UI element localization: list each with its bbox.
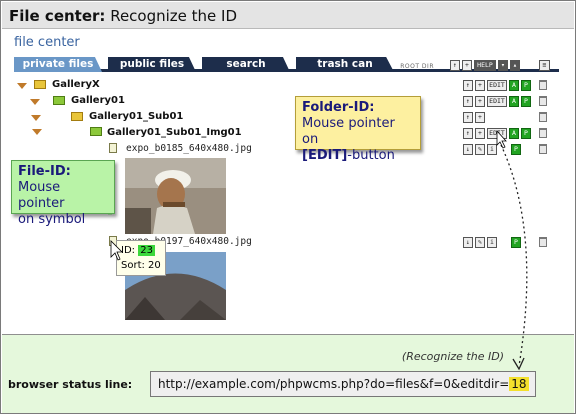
- title-bold: File center:: [9, 7, 106, 25]
- file-id-callout-line2: on symbol: [18, 212, 86, 227]
- trash-icon[interactable]: [539, 144, 547, 154]
- page-title: File center: Recognize the ID: [2, 2, 574, 29]
- tab-public-files[interactable]: public files: [108, 57, 196, 72]
- add-folder-icon[interactable]: +: [475, 128, 485, 139]
- edit-button[interactable]: EDIT: [487, 80, 507, 91]
- p-button[interactable]: P: [521, 128, 531, 139]
- file-id-tooltip: ID: 23 Sort: 20: [116, 240, 166, 276]
- folder-id-callout-tail: -button: [347, 148, 395, 163]
- p-button[interactable]: P: [521, 80, 531, 91]
- file-id-callout: File-ID: Mouse pointer on symbol: [11, 160, 115, 227]
- folder-id-callout-title: Folder-ID:: [302, 100, 375, 115]
- file-id-callout-line1: Mouse pointer: [18, 180, 65, 211]
- a-button[interactable]: A: [509, 80, 519, 91]
- a-button[interactable]: A: [509, 128, 519, 139]
- download-icon[interactable]: ↓: [463, 237, 473, 248]
- folder-icon: [34, 80, 46, 89]
- file-thumbnail[interactable]: [125, 158, 226, 234]
- tab-private-files[interactable]: private files: [14, 57, 102, 72]
- tooltip-sort: Sort: 20: [121, 260, 161, 271]
- file-thumbnail[interactable]: [125, 252, 226, 320]
- add-folder-icon[interactable]: +: [475, 80, 485, 91]
- status-url: http://example.com/phpwcms.php?do=files&…: [158, 377, 510, 391]
- help-button[interactable]: HELP: [474, 60, 496, 71]
- status-id-highlight: 18: [509, 377, 529, 391]
- file-id-callout-title: File-ID:: [18, 164, 71, 179]
- tree-item-gallery01-sub01-img01[interactable]: Gallery01_Sub01_Img01: [107, 127, 242, 138]
- info-icon[interactable]: i: [487, 237, 497, 248]
- edit-file-icon[interactable]: ✎: [475, 144, 485, 155]
- trash-icon[interactable]: [539, 80, 547, 90]
- tab-bar: private files public files search trash …: [14, 57, 559, 72]
- download-icon[interactable]: ↓: [463, 144, 473, 155]
- upload-icon[interactable]: ↑: [463, 112, 473, 123]
- info-icon[interactable]: i: [487, 144, 497, 155]
- file-icon[interactable]: [109, 143, 117, 153]
- trash-icon[interactable]: [539, 96, 547, 106]
- tooltip-id-label: ID:: [121, 245, 136, 256]
- tree-item-galleryx[interactable]: GalleryX: [52, 79, 100, 90]
- upload-icon[interactable]: ↑: [463, 96, 473, 107]
- file-name: expo_b0197_640x480.jpg: [126, 236, 252, 247]
- root-dir-label: ROOT DIR: [400, 63, 434, 70]
- trash-icon[interactable]: [539, 112, 547, 122]
- recognize-note: (Recognize the ID): [401, 350, 504, 363]
- status-label: browser status line:: [8, 378, 133, 391]
- a-button[interactable]: A: [509, 96, 519, 107]
- tree-item-gallery01-sub01[interactable]: Gallery01_Sub01: [89, 111, 184, 122]
- folder-icon: [71, 112, 83, 121]
- tooltip-id-value: 23: [138, 245, 155, 256]
- tab-search[interactable]: search: [202, 57, 290, 72]
- folder-icon: [53, 96, 65, 105]
- expand-triangle-icon[interactable]: [17, 83, 27, 89]
- expand-triangle-icon[interactable]: [31, 115, 41, 121]
- expand-triangle-icon[interactable]: [32, 129, 42, 135]
- upload-icon[interactable]: ↑: [450, 60, 460, 71]
- p-button[interactable]: P: [511, 237, 521, 248]
- edit-button[interactable]: EDIT: [487, 128, 507, 139]
- add-folder-icon[interactable]: +: [475, 112, 485, 123]
- file-name: expo_b0185_640x480.jpg: [126, 143, 252, 154]
- expand-triangle-icon[interactable]: [30, 99, 40, 105]
- folder-id-callout-line1: Mouse pointer on: [302, 116, 395, 147]
- p-button[interactable]: P: [511, 144, 521, 155]
- p-button[interactable]: P: [521, 96, 531, 107]
- folder-id-callout-edit: [EDIT]: [302, 148, 348, 163]
- expand-icon[interactable]: ▴: [510, 60, 520, 71]
- section-title: file center: [14, 35, 80, 50]
- list-view-icon[interactable]: ≡: [539, 60, 550, 71]
- add-folder-icon[interactable]: +: [475, 96, 485, 107]
- edit-file-icon[interactable]: ✎: [475, 237, 485, 248]
- upload-icon[interactable]: ↑: [463, 80, 473, 91]
- trash-icon[interactable]: [539, 128, 547, 138]
- collapse-icon[interactable]: ▾: [498, 60, 508, 71]
- title-rest: Recognize the ID: [105, 7, 238, 25]
- add-folder-icon[interactable]: +: [462, 60, 472, 71]
- tree-item-gallery01[interactable]: Gallery01: [71, 95, 125, 106]
- trash-icon[interactable]: [539, 237, 547, 247]
- status-section: (Recognize the ID) browser status line: …: [2, 334, 574, 413]
- browser-status-line: http://example.com/phpwcms.php?do=files&…: [150, 371, 536, 397]
- edit-button[interactable]: EDIT: [487, 96, 507, 107]
- folder-id-callout: Folder-ID: Mouse pointer on [EDIT]-butto…: [295, 96, 421, 163]
- upload-icon[interactable]: ↑: [463, 128, 473, 139]
- tab-trash-can[interactable]: trash can: [296, 57, 394, 72]
- folder-icon: [90, 127, 102, 136]
